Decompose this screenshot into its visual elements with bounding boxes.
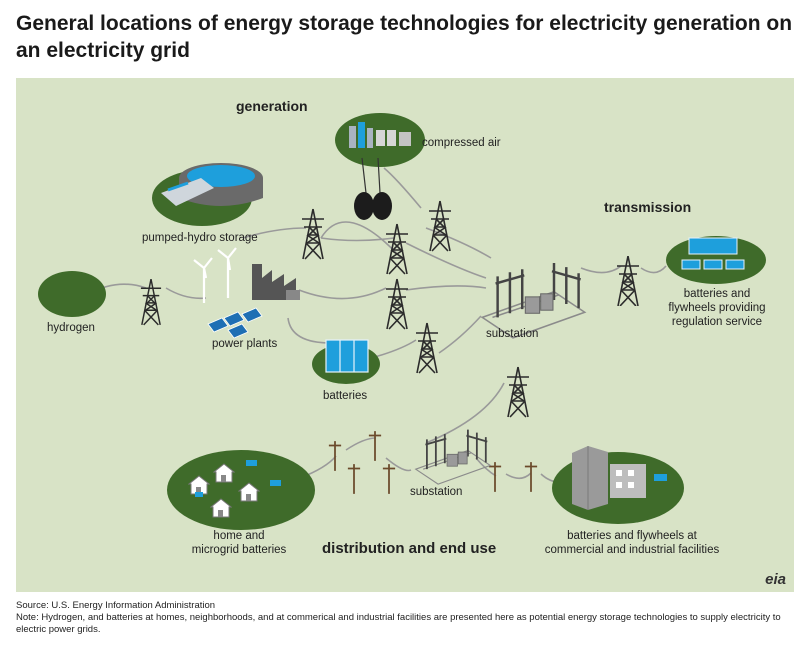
distribution-header: distribution and end use <box>322 540 497 557</box>
generation-header: generation <box>236 98 308 114</box>
hydrogen-label: hydrogen <box>47 322 95 334</box>
power-plants-group <box>193 247 300 339</box>
power-lines <box>87 167 667 483</box>
compressed-air-group <box>335 113 425 220</box>
transmission-header: transmission <box>604 199 692 215</box>
home-microgrid-label: home and microgrid batteries <box>191 530 287 556</box>
diagram-svg <box>38 113 766 530</box>
page-title: General locations of energy storage tech… <box>16 12 793 62</box>
regulation-service-label: batteries and flywheels providing regula… <box>668 288 766 328</box>
compressed-air-label: compressed air <box>422 137 501 149</box>
substation-distribution-label: substation <box>410 486 463 498</box>
power-plants-label: power plants <box>212 338 278 350</box>
pumped-hydro-group <box>152 163 263 226</box>
footnote: Note: Hydrogen, and batteries at homes, … <box>16 612 781 635</box>
diagram-panel: generation transmission distribution and… <box>16 78 794 592</box>
commercial-industrial-label: batteries and flywheels at commercial an… <box>544 530 720 556</box>
regulation-service-group <box>666 236 766 284</box>
substation-transmission-label: substation <box>486 328 539 340</box>
generation-batteries-group <box>312 339 380 384</box>
source-note: Source: U.S. Energy Information Administ… <box>16 600 216 611</box>
home-microgrid-group <box>167 450 315 530</box>
pumped-hydro-label: pumped-hydro storage <box>142 232 258 244</box>
commercial-industrial-group <box>552 446 684 524</box>
hydrogen-ground <box>38 271 106 317</box>
eia-logo: eia <box>765 571 786 588</box>
batteries-label: batteries <box>323 390 368 402</box>
